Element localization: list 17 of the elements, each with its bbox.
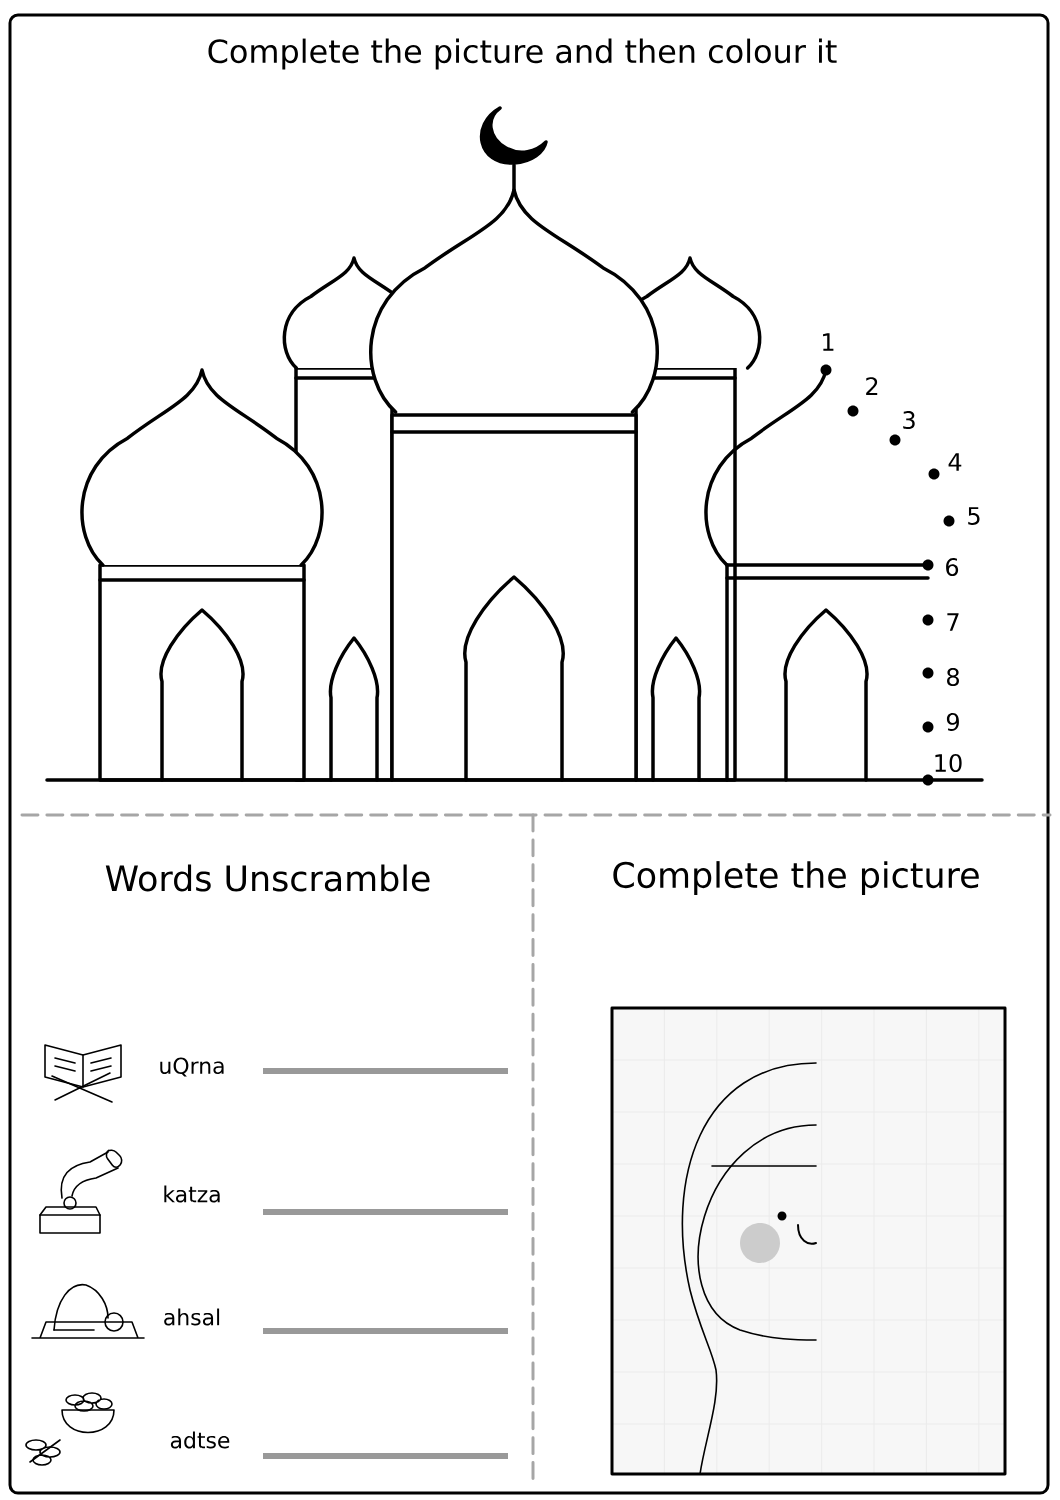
scrambled-word: ahsal (164, 1308, 220, 1326)
dot-number: 6 (946, 557, 959, 577)
dot-number: 1 (823, 333, 834, 351)
title: Complete the picture and then colour it (208, 38, 837, 70)
dot-number: 7 (947, 613, 959, 631)
dot-number: 8 (947, 667, 959, 687)
section-heading: Words Unscramble (105, 864, 430, 892)
scrambled-word: adtse (170, 1431, 230, 1449)
dot-number: 3 (903, 410, 915, 430)
dot-number: 5 (968, 507, 980, 525)
dot-number: 9 (946, 712, 959, 732)
scrambled-word: uQrna (160, 1057, 224, 1077)
dot-number: 2 (866, 377, 878, 395)
dot-number: 4 (948, 453, 962, 471)
scrambled-word: katza (164, 1185, 220, 1203)
dot-number: 10 (935, 753, 962, 773)
section-heading: Complete the picture (613, 861, 979, 895)
